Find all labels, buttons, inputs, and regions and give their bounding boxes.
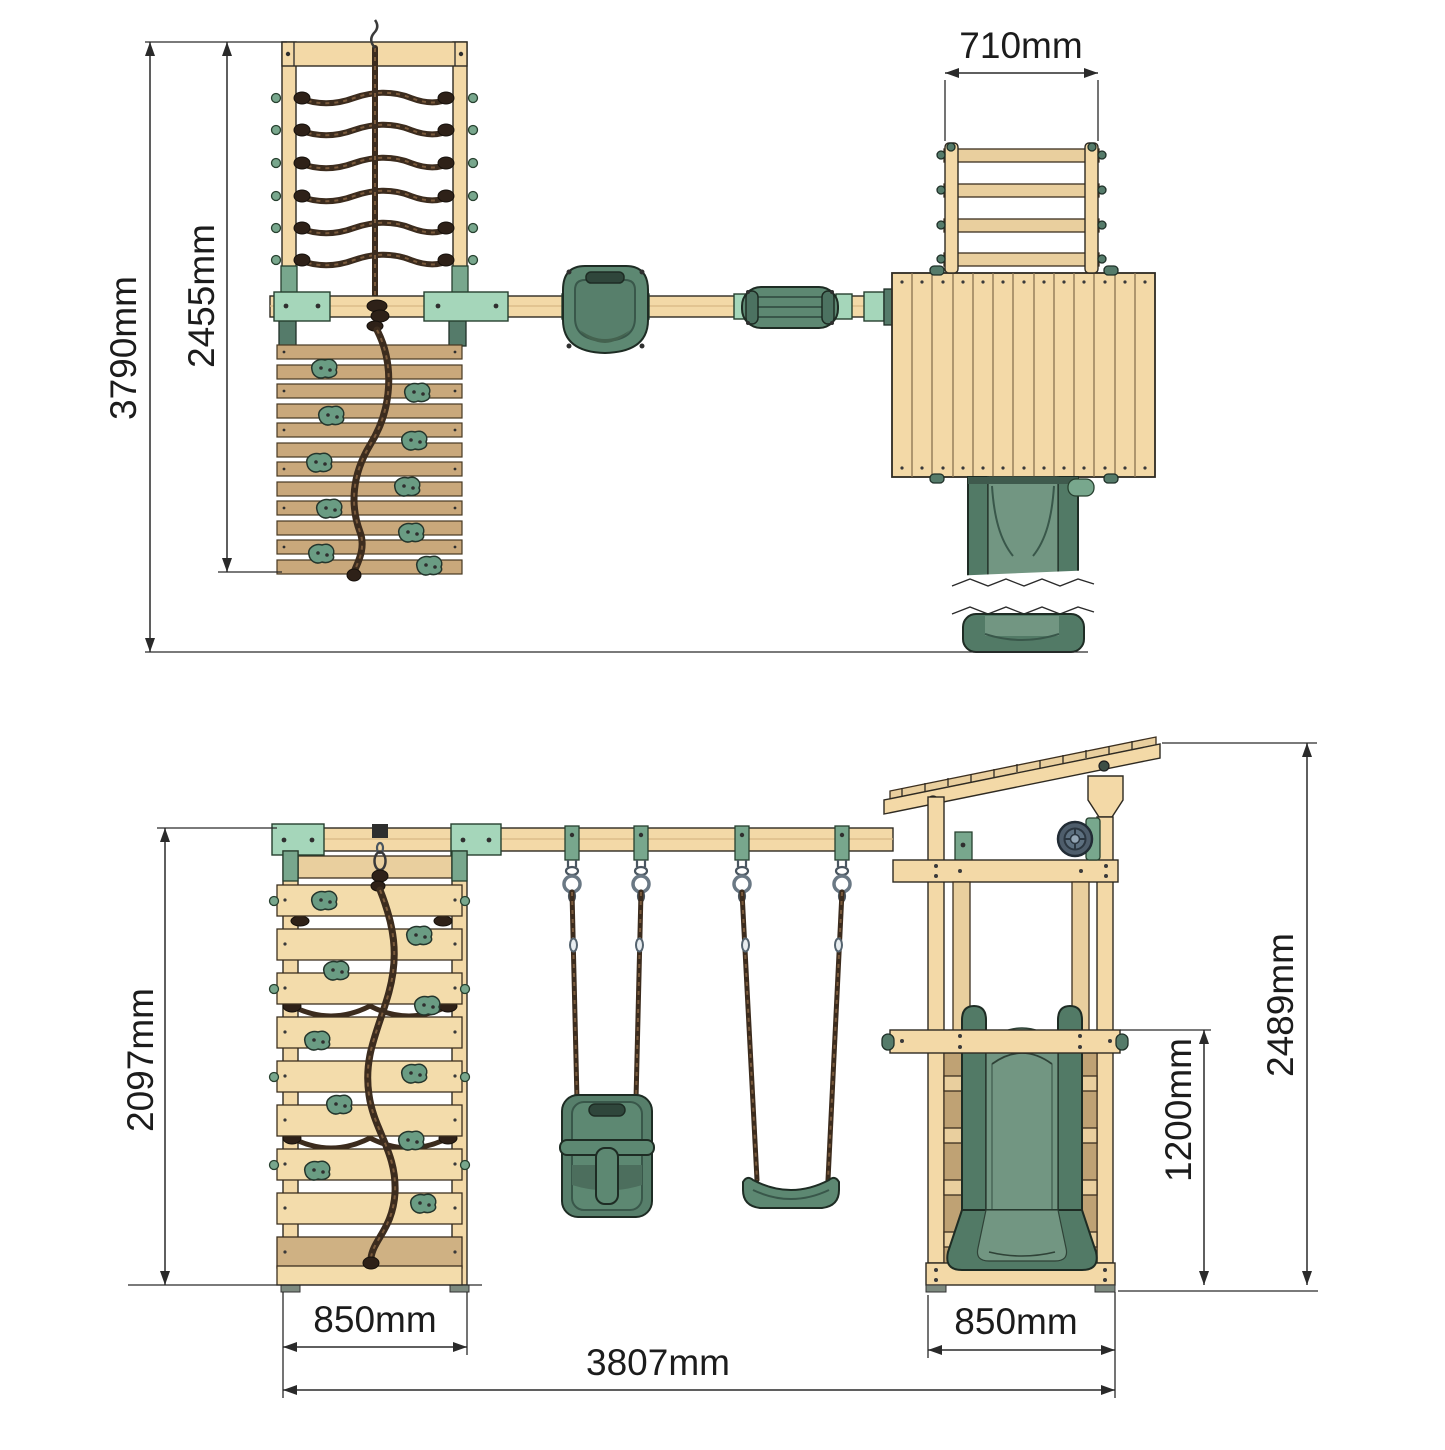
tower-post-head xyxy=(1087,775,1124,818)
dim-label-3807: 3807mm xyxy=(586,1342,730,1383)
climbing-wall-top xyxy=(276,344,463,576)
frame-right-post xyxy=(452,41,468,269)
beam-bracket xyxy=(273,291,331,322)
rope-net-frame xyxy=(278,41,469,347)
dim-label-850-right: 850mm xyxy=(954,1301,1077,1342)
tower-front xyxy=(881,736,1161,1293)
dim-label-3790: 3790mm xyxy=(103,276,144,420)
rope-hook xyxy=(370,19,379,49)
dim-overall-depth: 3790mm xyxy=(103,41,1088,653)
dim-climbing-wall-width: 850mm xyxy=(282,1292,468,1398)
dim-swing-beam-height: 2097mm xyxy=(120,827,482,1286)
rope-net xyxy=(270,19,479,299)
platform-deck xyxy=(891,265,1156,484)
dim-label-2455: 2455mm xyxy=(181,224,222,368)
flat-swing-top xyxy=(741,286,839,329)
tower-platform-rail xyxy=(889,1029,1121,1054)
climbing-hold xyxy=(310,358,338,379)
baby-swing-front xyxy=(559,889,655,1218)
dim-label-2489: 2489mm xyxy=(1260,933,1301,1077)
dim-label-850-left: 850mm xyxy=(313,1299,436,1340)
dim-label-1200: 1200mm xyxy=(1158,1038,1199,1182)
steering-wheel xyxy=(1056,817,1101,861)
tower-top-rail xyxy=(892,859,1119,883)
front-view: 2097mm 850mm 3807mm 850mm 1200mm xyxy=(120,736,1318,1398)
dim-label-710: 710mm xyxy=(959,25,1082,66)
dim-overall-height: 2489mm xyxy=(1162,742,1317,1285)
dim-platform-height: 1200mm xyxy=(1118,1029,1318,1292)
frame-left-post xyxy=(281,41,297,269)
baby-seat-handle xyxy=(588,1103,626,1117)
baby-seat-handle xyxy=(585,271,625,284)
dim-label-2097: 2097mm xyxy=(120,988,161,1132)
swing-beam-front xyxy=(271,823,894,856)
climbing-rope-top xyxy=(346,299,393,582)
ladder-top xyxy=(936,142,1107,274)
dim-frame-depth: 2455mm xyxy=(181,42,282,573)
top-view: 3790mm 2455mm 710mm xyxy=(103,19,1156,653)
slide-top xyxy=(950,476,1096,653)
climbing-rope-front xyxy=(362,824,399,1270)
baby-swing-top xyxy=(562,265,649,355)
swing-seat xyxy=(742,1176,840,1209)
flat-swing-front xyxy=(739,889,845,1209)
dim-overall-width: 3807mm xyxy=(283,1292,1116,1398)
dim-tower-width: 850mm xyxy=(927,1295,1115,1358)
climbing-frame-front xyxy=(268,850,471,1293)
slide-front xyxy=(946,1004,1098,1271)
dim-ladder-width: 710mm xyxy=(944,25,1099,141)
